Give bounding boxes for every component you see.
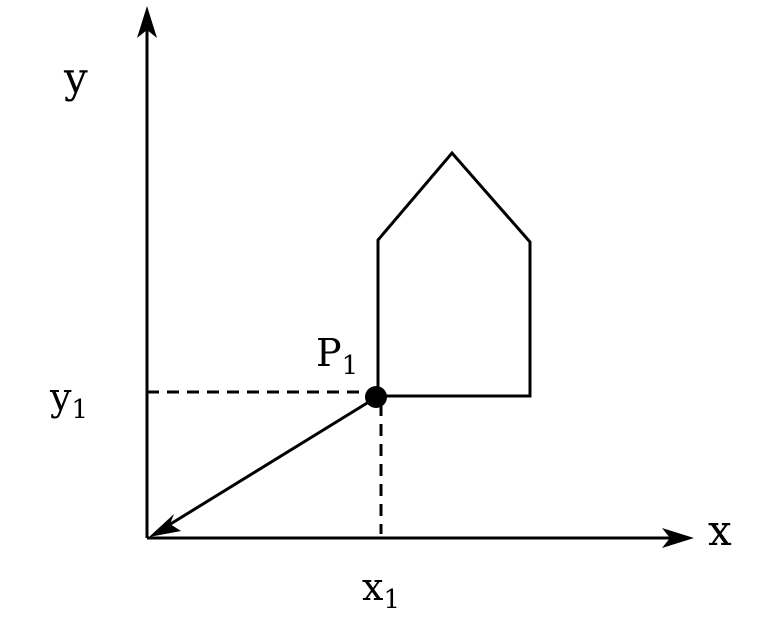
point-p1-label: P1 bbox=[316, 331, 358, 381]
y-axis bbox=[137, 6, 157, 538]
y1-label-subscript: 1 bbox=[71, 395, 88, 425]
x1-label-main: x bbox=[362, 565, 383, 609]
y-axis-arrowhead bbox=[137, 6, 157, 38]
y-axis-label: y bbox=[63, 53, 88, 102]
x-axis bbox=[147, 528, 694, 548]
x1-label-subscript: 1 bbox=[383, 585, 400, 615]
point-p1-dot bbox=[365, 386, 387, 408]
x-axis-label: x bbox=[708, 506, 732, 555]
y1-label-main: y bbox=[49, 375, 72, 419]
y1-label: y1 bbox=[49, 375, 88, 425]
house-shape bbox=[376, 150, 532, 398]
point-p1-label-main: P bbox=[316, 331, 342, 375]
x1-label: x1 bbox=[362, 565, 400, 615]
x-axis-arrowhead bbox=[662, 528, 694, 548]
position-vector bbox=[149, 398, 373, 537]
point-p1-label-subscript: 1 bbox=[342, 351, 359, 381]
position-vector-arrowhead bbox=[149, 514, 181, 537]
position-vector-line bbox=[163, 398, 373, 530]
